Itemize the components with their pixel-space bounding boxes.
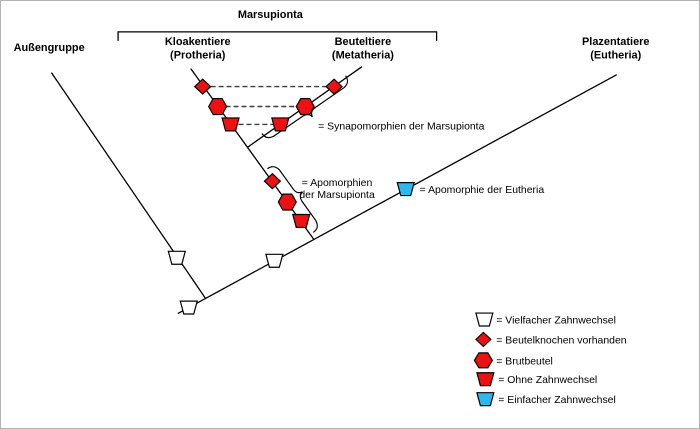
outgroup-label: Außengruppe [14, 42, 85, 54]
beutelknochen-symbol-marsupionta-stem [263, 172, 282, 190]
marsupionta-bracket [117, 31, 438, 41]
beutelknochen-symbol-metatheria [325, 78, 343, 95]
plazentatiere-label: Plazentatiere [582, 36, 649, 48]
legend-item-label: = Beutelknochen vorhanden [496, 335, 626, 346]
legend-item-label: = Brutbeutel [496, 356, 553, 367]
legend: = Vielfacher Zahnwechsel = Beutelknochen… [473, 312, 627, 407]
legend-item-label: = Ohne Zahnwechsel [498, 375, 597, 386]
vielfacher-zahnwechsel-symbol-outgroup [167, 250, 187, 265]
legend-item-label: = Vielfacher Zahnwechsel [496, 315, 616, 326]
vielfacher-zahnwechsel-symbol-root [179, 300, 198, 315]
kloakentiere-label: Kloakentiere [165, 36, 231, 48]
outgroup-branch-line [50, 72, 207, 299]
plazentatiere-sublabel: (Eutheria) [590, 50, 641, 62]
apomorphies-annotation-line1: = Apomorphien [302, 178, 373, 189]
synapomorphies-annotation: = Synapomorphien der Marsupionta [318, 121, 484, 132]
ohne-zahnwechsel-symbol-metatheria [271, 117, 290, 132]
beutelknochen-symbol-prototheria [193, 78, 212, 95]
legend-item: = Vielfacher Zahnwechsel [475, 312, 616, 327]
legend-item: = Beutelknochen vorhanden [475, 331, 627, 348]
legend-item: = Brutbeutel [473, 352, 553, 369]
legend-item: = Ohne Zahnwechsel [476, 372, 597, 387]
legend-item-label: = Einfacher Zahnwechsel [498, 395, 616, 406]
einfacher-zahnwechsel-symbol-eutheria [396, 182, 415, 197]
red-diamond-icon [475, 331, 492, 348]
blue-trapezoid-icon [476, 392, 495, 407]
eutheria-main-line [177, 74, 618, 315]
kloakentiere-sublabel: (Protheria) [170, 50, 226, 62]
ohne-zahnwechsel-symbol-prototheria [221, 117, 240, 132]
brutbeutel-symbol-marsupionta-stem [277, 193, 297, 211]
red-trapezoid-icon [476, 372, 495, 387]
red-hexagon-icon [473, 352, 494, 369]
ohne-zahnwechsel-symbol-marsupionta-stem [291, 213, 311, 229]
white-trapezoid-icon [475, 312, 494, 327]
beuteltiere-label: Beuteltiere [335, 36, 392, 48]
diagram-title: Marsupionta [238, 9, 304, 21]
eutheria-apomorphy-annotation: = Apomorphie der Eutheria [420, 185, 545, 196]
beuteltiere-sublabel: (Metatheria) [332, 50, 394, 62]
apomorphies-brace [267, 166, 318, 233]
vielfacher-zahnwechsel-symbol-main-line [265, 253, 284, 268]
legend-item: = Einfacher Zahnwechsel [476, 392, 616, 407]
apomorphies-annotation-line2: der Marsupionta [299, 190, 375, 201]
brutbeutel-symbol-metatheria [295, 97, 315, 116]
brutbeutel-symbol-prototheria [207, 97, 228, 116]
synapomorphies-brace [261, 75, 349, 139]
